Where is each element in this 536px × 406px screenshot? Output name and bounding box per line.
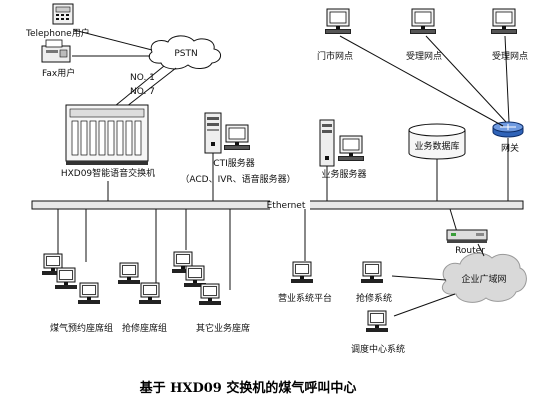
telephone-user-label: Telephone用户 bbox=[25, 27, 90, 39]
dispatch-system-label: 调度中心系统 bbox=[351, 343, 405, 355]
store-point-pc-icon bbox=[324, 8, 352, 35]
trunk-no7-label: NO. 7 bbox=[130, 87, 155, 97]
accept1-gateway-link bbox=[425, 35, 507, 123]
wan-label: 企业广域网 bbox=[461, 273, 506, 285]
router-drop bbox=[449, 208, 458, 233]
accept-point-2-label: 受理网点 bbox=[492, 50, 528, 62]
store-point-label: 门市网点 bbox=[317, 50, 353, 62]
repair-seat-pc-icon-1 bbox=[117, 262, 141, 285]
repair-system-label: 抢修系统 bbox=[356, 292, 392, 304]
telephone-icon bbox=[52, 3, 74, 25]
wan-cloud bbox=[441, 252, 527, 303]
router-wan-link bbox=[477, 243, 485, 257]
database-icon bbox=[408, 123, 466, 160]
store-gateway-link bbox=[339, 35, 504, 127]
router-icon bbox=[446, 229, 488, 243]
cti-server-label: CTI服务器 bbox=[213, 157, 254, 169]
ethernet-label: Ethernet bbox=[267, 201, 306, 211]
reservation-seat-pc-icon-3 bbox=[77, 282, 101, 305]
other-seat-pc-icon-3 bbox=[198, 283, 222, 306]
router-label: Router bbox=[455, 246, 485, 256]
business-server-label: 业务服务器 bbox=[321, 168, 366, 180]
repair-system-pc-icon bbox=[360, 261, 384, 284]
reservation-seat-pc-icon-2 bbox=[54, 267, 78, 290]
pstn-cloud bbox=[148, 35, 221, 70]
cti-server-sub-label: （ACD、IVR、语音服务器） bbox=[180, 173, 295, 185]
reservation-seats-label: 煤气预约座席组 bbox=[50, 322, 113, 334]
figure-caption: 基于 HXD09 交换机的煤气呼叫中心 bbox=[139, 380, 357, 396]
switch-cabinet-icon bbox=[65, 104, 149, 165]
gateway-icon bbox=[492, 121, 524, 138]
database-label: 业务数据库 bbox=[414, 140, 459, 152]
fax-icon bbox=[41, 39, 71, 63]
other-seats-label: 其它业务座席 bbox=[196, 322, 250, 334]
business-platform-label: 营业系统平台 bbox=[278, 292, 332, 304]
trunk-no1-label: NO. 1 bbox=[130, 73, 155, 83]
fax-user-label: Fax用户 bbox=[42, 67, 75, 79]
gateway-label: 网关 bbox=[501, 142, 519, 154]
business-platform-pc-icon bbox=[290, 261, 314, 284]
pstn-switch-link-2 bbox=[121, 67, 177, 111]
dispatch-system-pc-icon bbox=[365, 310, 389, 333]
accept2-gateway-link bbox=[504, 35, 510, 123]
telephone-pstn-link bbox=[73, 29, 153, 51]
business-server-icon bbox=[319, 119, 365, 167]
dispatch-wan-link bbox=[393, 293, 456, 317]
accept-point-1-label: 受理网点 bbox=[406, 50, 442, 62]
pstn-switch-link-1 bbox=[109, 65, 165, 111]
repair-wan-link bbox=[391, 275, 447, 281]
accept-point-2-pc-icon bbox=[490, 8, 518, 35]
repair-seat-pc-icon-2 bbox=[138, 282, 162, 305]
accept-point-1-pc-icon bbox=[409, 8, 437, 35]
cti-server-icon bbox=[204, 112, 251, 154]
pstn-label: PSTN bbox=[174, 49, 197, 59]
switch-label: HXD09智能语音交换机 bbox=[61, 167, 155, 179]
repair-seats-label: 抢修座席组 bbox=[122, 322, 167, 334]
